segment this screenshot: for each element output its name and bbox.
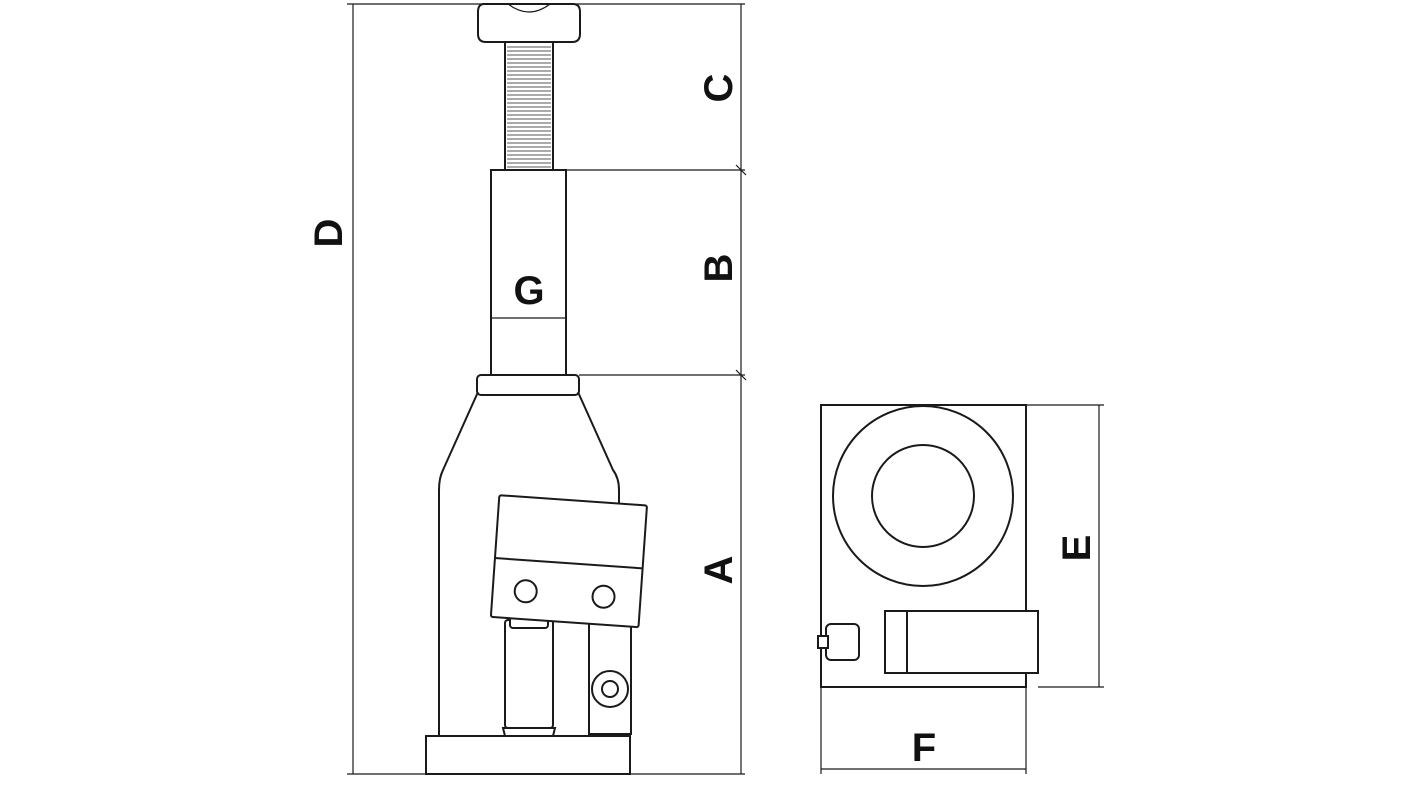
top-dimension-lines — [820, 404, 1104, 774]
screw-threads — [507, 46, 551, 168]
pump-base — [501, 727, 557, 737]
top-view-release-valve-tip — [817, 635, 829, 649]
socket-block-outline — [489, 494, 648, 629]
ram-piston — [490, 169, 567, 376]
handle-socket-block — [489, 494, 648, 629]
top-view-release-valve — [825, 623, 860, 661]
jack-top-view — [817, 404, 1039, 688]
jack-side-view — [425, 3, 648, 775]
socket-hole-right — [591, 584, 616, 609]
saddle-cap-notch — [507, 3, 551, 13]
label-e: E — [1055, 535, 1099, 562]
link-pivot-inner — [601, 680, 619, 698]
label-f: F — [912, 726, 936, 770]
label-c: C — [697, 74, 741, 103]
label-a: A — [697, 556, 741, 585]
saddle-cap — [477, 3, 581, 43]
label-b: B — [697, 254, 741, 283]
tick-b-a — [735, 369, 747, 381]
label-g: G — [513, 269, 544, 313]
label-d: D — [307, 219, 351, 248]
side-dimension-lines — [347, 3, 747, 775]
top-view-ram-inner — [871, 444, 975, 548]
socket-block-divider — [494, 557, 643, 570]
top-view-base-outline — [820, 404, 1027, 688]
socket-hole-left — [513, 579, 538, 604]
top-view-cylinder-outer — [832, 405, 1014, 587]
cylinder-body — [438, 391, 620, 736]
body-collar — [476, 374, 580, 396]
pump-plunger — [504, 619, 554, 729]
top-view-pump-housing — [884, 610, 1039, 674]
tick-c-b — [735, 164, 747, 176]
base-plate — [425, 735, 631, 775]
